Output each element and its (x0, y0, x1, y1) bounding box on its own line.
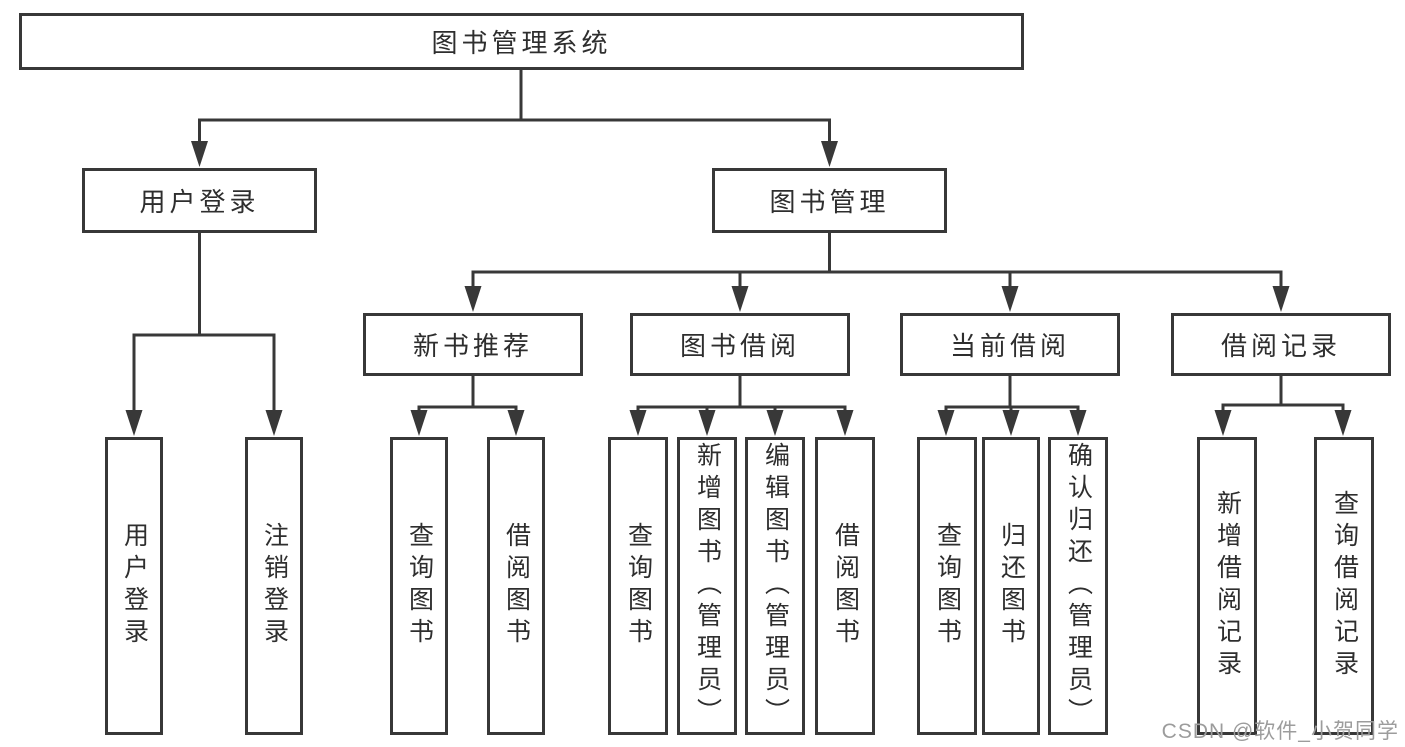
watermark: CSDN @软件_小贺同学 (1161, 720, 1399, 743)
leaf-add-books-admin-label: 新增图书（管理员） (693, 442, 722, 730)
connector-new-book-recommend (417, 376, 518, 414)
connector-current-borrow (944, 376, 1080, 414)
leaf-return-books-label: 归还图书 (997, 522, 1026, 650)
node-user-login: 用户登录 (82, 168, 317, 233)
leaf-query-books-recommend: 查询图书 (390, 437, 448, 735)
leaf-query-books-borrow: 查询图书 (608, 437, 668, 735)
leaf-add-borrow-record: 新增借阅记录 (1197, 437, 1257, 735)
leaf-query-books-recommend-label: 查询图书 (405, 522, 434, 650)
connector-book-borrow (636, 376, 847, 414)
leaf-query-books-current: 查询图书 (917, 437, 977, 735)
leaf-logout-label: 注销登录 (260, 522, 289, 650)
leaf-borrow-books-recommend-label: 借阅图书 (502, 522, 531, 650)
node-root: 图书管理系统 (19, 13, 1024, 70)
leaf-user-login: 用户登录 (105, 437, 163, 735)
connector-root (198, 70, 831, 145)
leaf-query-borrow-record-label: 查询借阅记录 (1330, 490, 1359, 682)
leaf-query-borrow-record: 查询借阅记录 (1314, 437, 1374, 735)
node-current-borrow: 当前借阅 (900, 313, 1120, 376)
connector-user-login (132, 233, 276, 414)
leaf-borrow-books: 借阅图书 (815, 437, 875, 735)
node-borrow-records: 借阅记录 (1171, 313, 1391, 376)
leaf-query-books-current-label: 查询图书 (933, 522, 962, 650)
leaf-return-books: 归还图书 (982, 437, 1040, 735)
leaf-edit-books-admin-label: 编辑图书（管理员） (761, 442, 790, 730)
leaf-logout: 注销登录 (245, 437, 303, 735)
leaf-add-borrow-record-label: 新增借阅记录 (1213, 490, 1242, 682)
node-book-borrow: 图书借阅 (630, 313, 850, 376)
leaf-add-books-admin: 新增图书（管理员） (677, 437, 737, 735)
leaf-confirm-return-admin: 确认归还（管理员） (1048, 437, 1108, 735)
node-new-book-recommend: 新书推荐 (363, 313, 583, 376)
leaf-query-books-borrow-label: 查询图书 (624, 522, 653, 650)
leaf-user-login-label: 用户登录 (120, 522, 149, 650)
connector-book-management (471, 233, 1283, 290)
leaf-borrow-books-label: 借阅图书 (831, 522, 860, 650)
leaf-edit-books-admin: 编辑图书（管理员） (745, 437, 805, 735)
leaf-confirm-return-admin-label: 确认归还（管理员） (1064, 442, 1093, 730)
connector-borrow-records (1221, 376, 1345, 414)
leaf-borrow-books-recommend: 借阅图书 (487, 437, 545, 735)
node-book-management: 图书管理 (712, 168, 947, 233)
